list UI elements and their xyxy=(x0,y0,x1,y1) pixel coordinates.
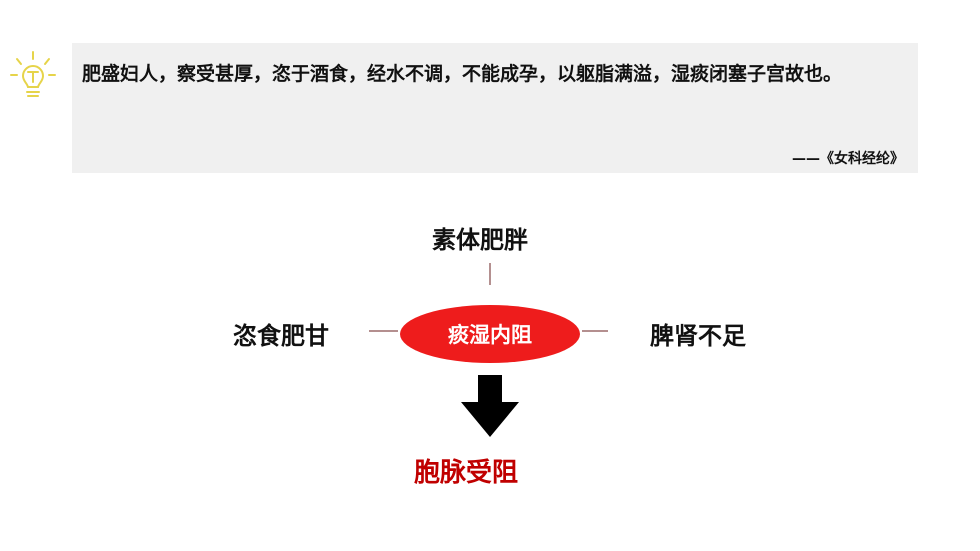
down-arrow-icon xyxy=(461,375,519,437)
quote-text: 肥盛妇人，察受甚厚，恣于酒食，经水不调，不能成孕，以躯脂满溢，湿痰闭塞子宫故也。 xyxy=(82,63,843,85)
quote-box: 肥盛妇人，察受甚厚，恣于酒食，经水不调，不能成孕，以躯脂满溢，湿痰闭塞子宫故也。… xyxy=(72,43,918,173)
lightbulb-icon xyxy=(5,48,61,110)
center-label: 痰湿内阻 xyxy=(448,323,532,347)
result-node: 胞脉受阻 xyxy=(414,458,519,488)
center-node: 痰湿内阻 xyxy=(400,305,580,363)
quote-source: ——《女科经纶》 xyxy=(792,151,904,167)
node-top: 素体肥胖 xyxy=(432,226,528,254)
node-left: 恣食肥甘 xyxy=(233,322,329,350)
node-right: 脾肾不足 xyxy=(650,322,746,350)
